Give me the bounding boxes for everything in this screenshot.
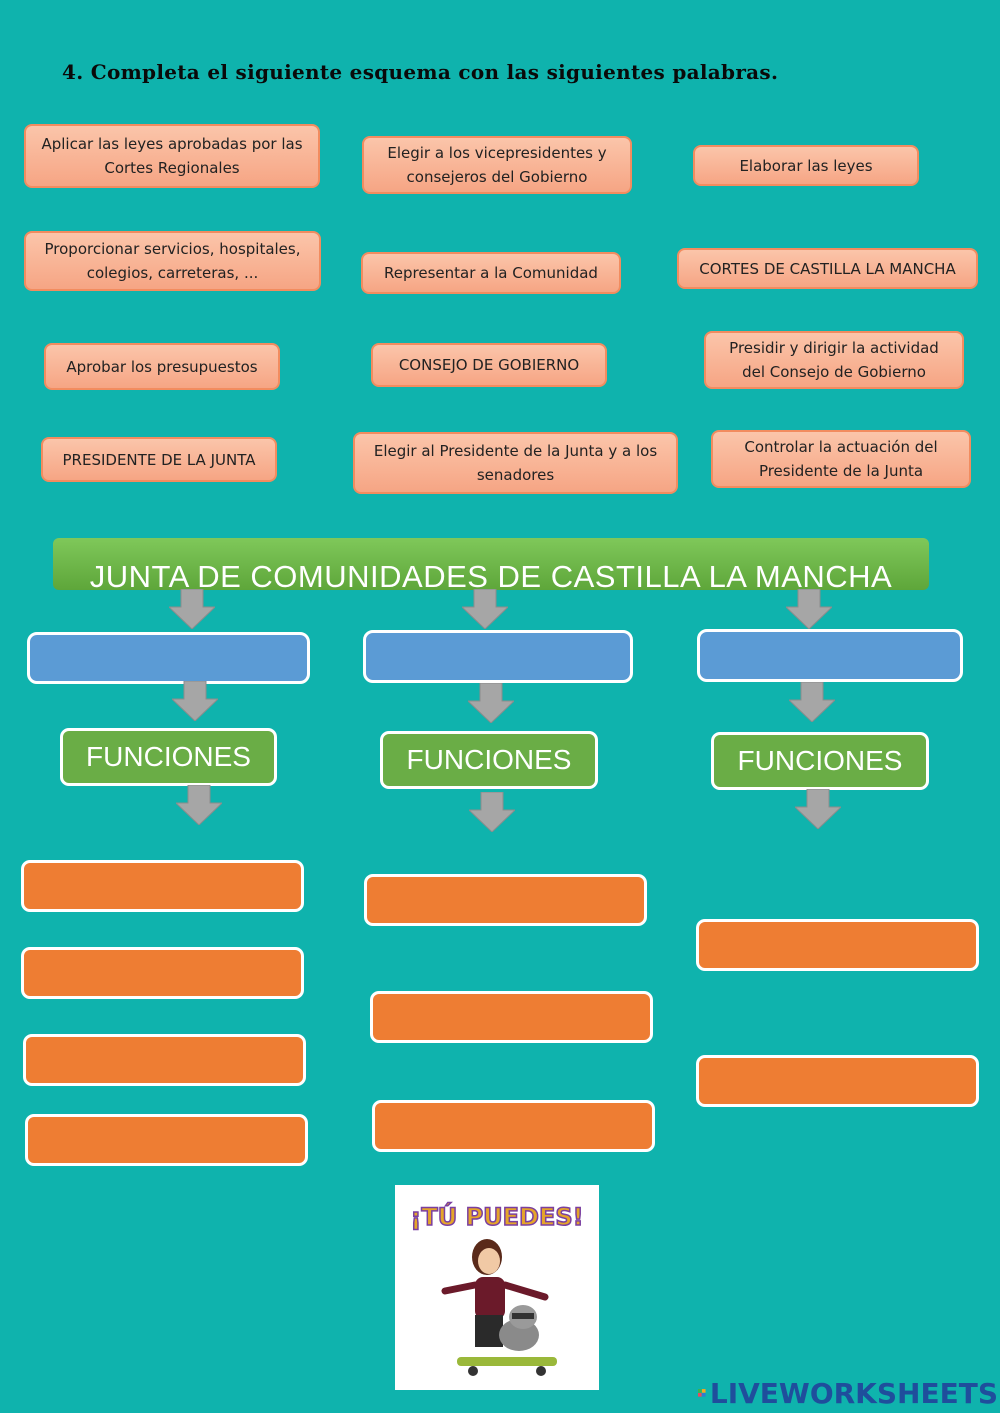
down-arrow-icon xyxy=(462,589,508,629)
down-arrow-icon xyxy=(172,681,218,721)
word-card[interactable]: CONSEJO DE GOBIERNO xyxy=(371,343,607,387)
down-arrow-icon xyxy=(169,589,215,629)
word-card[interactable]: Representar a la Comunidad xyxy=(361,252,621,294)
down-arrow-icon xyxy=(795,789,841,829)
liveworksheets-logo: LIVEWORKSHEETS xyxy=(698,1376,998,1410)
tu-puedes-sticker: ¡TÚ PUEDES! xyxy=(395,1185,599,1390)
word-card[interactable]: Aprobar los presupuestos xyxy=(44,343,280,390)
function-drop-zone[interactable] xyxy=(364,874,647,926)
cartoon-skater-image: ¡TÚ PUEDES! xyxy=(410,1200,584,1376)
down-arrow-icon xyxy=(468,683,514,723)
liveworksheets-logo-icon xyxy=(698,1389,706,1397)
institution-drop-zone[interactable] xyxy=(697,629,963,682)
word-card[interactable]: Proporcionar servicios, hospitales, cole… xyxy=(24,231,321,291)
word-card[interactable]: Controlar la actuación del Presidente de… xyxy=(711,430,971,488)
institution-drop-zone[interactable] xyxy=(27,632,310,684)
word-card[interactable]: Elaborar las leyes xyxy=(693,145,919,186)
root-banner: JUNTA DE COMUNIDADES DE CASTILLA LA MANC… xyxy=(53,538,929,590)
institution-drop-zone[interactable] xyxy=(363,630,633,683)
word-card[interactable]: Presidir y dirigir la actividad del Cons… xyxy=(704,331,964,389)
functions-label: FUNCIONES xyxy=(711,732,929,790)
word-card[interactable]: CORTES DE CASTILLA LA MANCHA xyxy=(677,248,978,289)
word-card[interactable]: PRESIDENTE DE LA JUNTA xyxy=(41,437,277,482)
function-drop-zone[interactable] xyxy=(23,1034,306,1086)
function-drop-zone[interactable] xyxy=(21,860,304,912)
function-drop-zone[interactable] xyxy=(25,1114,308,1166)
down-arrow-icon xyxy=(176,785,222,825)
root-banner-label: JUNTA DE COMUNIDADES DE CASTILLA LA MANC… xyxy=(89,559,893,590)
down-arrow-icon xyxy=(469,792,515,832)
function-drop-zone[interactable] xyxy=(370,991,653,1043)
functions-label: FUNCIONES xyxy=(60,728,277,786)
sticker-caption: ¡TÚ PUEDES! xyxy=(410,1201,583,1231)
down-arrow-icon xyxy=(789,682,835,722)
word-card[interactable]: Elegir a los vicepresidentes y consejero… xyxy=(362,136,632,194)
function-drop-zone[interactable] xyxy=(372,1100,655,1152)
function-drop-zone[interactable] xyxy=(696,1055,979,1107)
function-drop-zone[interactable] xyxy=(21,947,304,999)
function-drop-zone[interactable] xyxy=(696,919,979,971)
word-card[interactable]: Aplicar las leyes aprobadas por las Cort… xyxy=(24,124,320,188)
brand-name: LIVEWORKSHEETS xyxy=(709,1376,998,1410)
exercise-title: 4. Completa el siguiente esquema con las… xyxy=(62,60,779,84)
down-arrow-icon xyxy=(786,589,832,629)
word-card[interactable]: Elegir al Presidente de la Junta y a los… xyxy=(353,432,678,494)
functions-label: FUNCIONES xyxy=(380,731,598,789)
